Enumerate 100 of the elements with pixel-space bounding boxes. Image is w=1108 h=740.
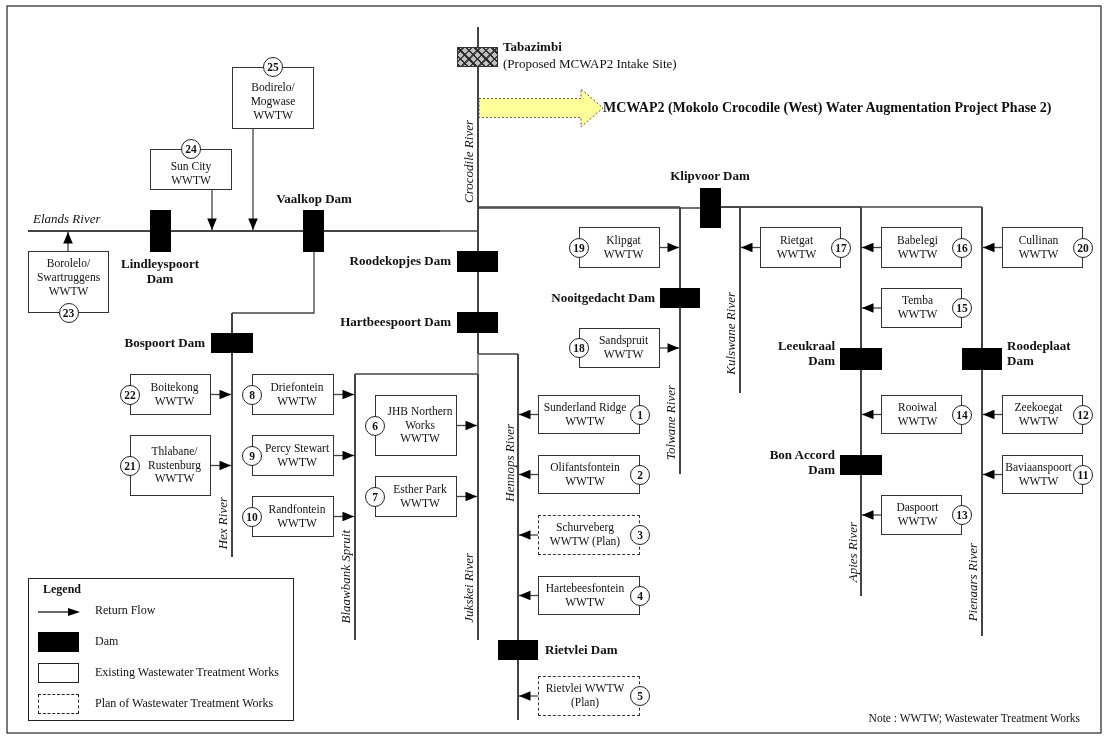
number-circle: 3 bbox=[630, 525, 650, 545]
river-junction-line bbox=[477, 353, 479, 375]
number-circle: 8 bbox=[242, 384, 262, 405]
return-flow-arrow bbox=[207, 189, 217, 231]
number-circle: 15 bbox=[952, 298, 972, 318]
return-flow-arrow bbox=[333, 450, 355, 461]
river-label: Tolwane River bbox=[663, 385, 678, 460]
dam-block bbox=[457, 312, 498, 333]
river-line bbox=[517, 354, 519, 720]
dam-label: Roodeplaat Dam bbox=[1007, 338, 1072, 368]
number-circle: 13 bbox=[952, 505, 972, 525]
legend-text: Return Flow bbox=[95, 603, 156, 618]
dam-label: Bospoort Dam bbox=[123, 335, 205, 350]
dam-block bbox=[498, 640, 538, 660]
river-label: Elands River bbox=[33, 211, 102, 226]
river-label: Kulswane River bbox=[723, 292, 738, 375]
river-junction-line bbox=[231, 251, 315, 314]
dam-block bbox=[840, 455, 882, 475]
return-flow-arrow bbox=[740, 242, 761, 253]
river-line bbox=[679, 207, 681, 474]
return-flow-arrow bbox=[518, 530, 539, 540]
note-text: Note : WWTW; Wastewater Treatment Works bbox=[868, 712, 1080, 724]
dam-label: Nooitgedacht Dam bbox=[550, 290, 655, 305]
return-flow-arrow bbox=[861, 409, 882, 420]
dam-label: Vaalkop Dam bbox=[275, 191, 353, 206]
legend-text: Plan of Wastewater Treatment Works bbox=[95, 696, 274, 711]
number-circle: 24 bbox=[181, 139, 201, 159]
return-flow-arrow bbox=[210, 460, 232, 471]
return-flow-arrow bbox=[456, 420, 478, 431]
site-description: (Proposed MCWAP2 Intake Site) bbox=[503, 56, 678, 71]
return-flow-arrow bbox=[982, 242, 1003, 253]
river-junction-line bbox=[478, 207, 701, 209]
dam-label: Roodekopjes Dam bbox=[348, 253, 451, 268]
river-label: Hex River bbox=[215, 497, 230, 550]
dam-block bbox=[457, 251, 498, 272]
hatched-site-marker bbox=[457, 47, 498, 67]
project-title: MCWAP2 (Mokolo Crocodile (West) Water Augmentation Project Phase 2) bbox=[603, 97, 1103, 119]
river-junction-line bbox=[720, 206, 983, 208]
return-flow-arrow bbox=[456, 491, 478, 502]
legend-text: Dam bbox=[95, 634, 119, 649]
river-line bbox=[477, 374, 479, 640]
river-junction-line bbox=[439, 230, 478, 232]
number-circle: 10 bbox=[242, 506, 262, 527]
return-flow-arrow bbox=[659, 343, 680, 353]
return-flow-arrow bbox=[63, 231, 73, 252]
return-flow-arrow bbox=[210, 389, 232, 400]
return-flow-arrow bbox=[861, 303, 882, 313]
dam-block bbox=[211, 333, 253, 353]
number-circle: 7 bbox=[365, 486, 385, 507]
dam-block bbox=[962, 348, 1002, 370]
river-line bbox=[739, 207, 741, 393]
legend-text: Existing Wastewater Treatment Works bbox=[95, 665, 279, 680]
river-junction-line bbox=[478, 353, 519, 355]
return-flow-arrow bbox=[518, 691, 539, 701]
return-flow-arrow bbox=[982, 409, 1003, 420]
dam-block bbox=[660, 288, 700, 308]
number-circle: 6 bbox=[365, 415, 385, 436]
dam-block bbox=[150, 210, 171, 252]
return-flow-arrow bbox=[248, 128, 258, 231]
dam-label: Lindleyspoort Dam bbox=[120, 256, 200, 286]
river-line bbox=[354, 374, 356, 640]
river-line bbox=[981, 207, 983, 636]
return-flow-arrow bbox=[333, 389, 355, 400]
river-label: Jukskei River bbox=[461, 553, 476, 623]
number-circle: 21 bbox=[120, 455, 140, 476]
return-flow-arrow bbox=[518, 469, 539, 480]
return-flow-arrow bbox=[659, 242, 680, 253]
river-line bbox=[28, 230, 440, 232]
dam-label: Klipvoor Dam bbox=[669, 168, 751, 183]
site-name: Tabazimbi bbox=[503, 39, 563, 54]
river-junction-line bbox=[354, 373, 478, 375]
return-flow-arrow bbox=[333, 511, 355, 522]
return-flow-arrow bbox=[518, 409, 539, 420]
return-flow-arrow bbox=[861, 242, 882, 253]
river-junction-line bbox=[478, 206, 681, 208]
river-label: Hennops River bbox=[502, 424, 517, 502]
number-circle: 5 bbox=[630, 686, 650, 706]
dam-label: Hartbeespoort Dam bbox=[339, 314, 451, 329]
return-flow-arrow bbox=[861, 510, 882, 520]
river-label: Apies River bbox=[845, 522, 860, 583]
dam-block bbox=[303, 210, 324, 252]
number-circle: 25 bbox=[263, 57, 283, 77]
legend-title: Legend bbox=[43, 582, 81, 597]
dam-block bbox=[840, 348, 882, 370]
number-circle: 19 bbox=[569, 237, 589, 258]
river-label: Pienaars River bbox=[965, 543, 980, 622]
river-line bbox=[231, 313, 233, 557]
dam-label: Rietvlei Dam bbox=[545, 642, 619, 657]
block-arrow bbox=[478, 88, 604, 128]
river-label: Crocodile River bbox=[461, 120, 476, 203]
number-circle: 9 bbox=[242, 445, 262, 466]
number-circle: 22 bbox=[120, 384, 140, 405]
dam-block bbox=[700, 188, 721, 228]
river-label: Blaawbank Spruit bbox=[338, 530, 353, 624]
dam-label: Bon Accord Dam bbox=[768, 447, 835, 477]
river-line bbox=[860, 207, 862, 596]
return-flow-arrow bbox=[518, 590, 539, 601]
number-circle: 18 bbox=[569, 338, 589, 358]
return-flow-arrow bbox=[982, 469, 1003, 480]
dam-label: Leeukraal Dam bbox=[776, 338, 835, 368]
